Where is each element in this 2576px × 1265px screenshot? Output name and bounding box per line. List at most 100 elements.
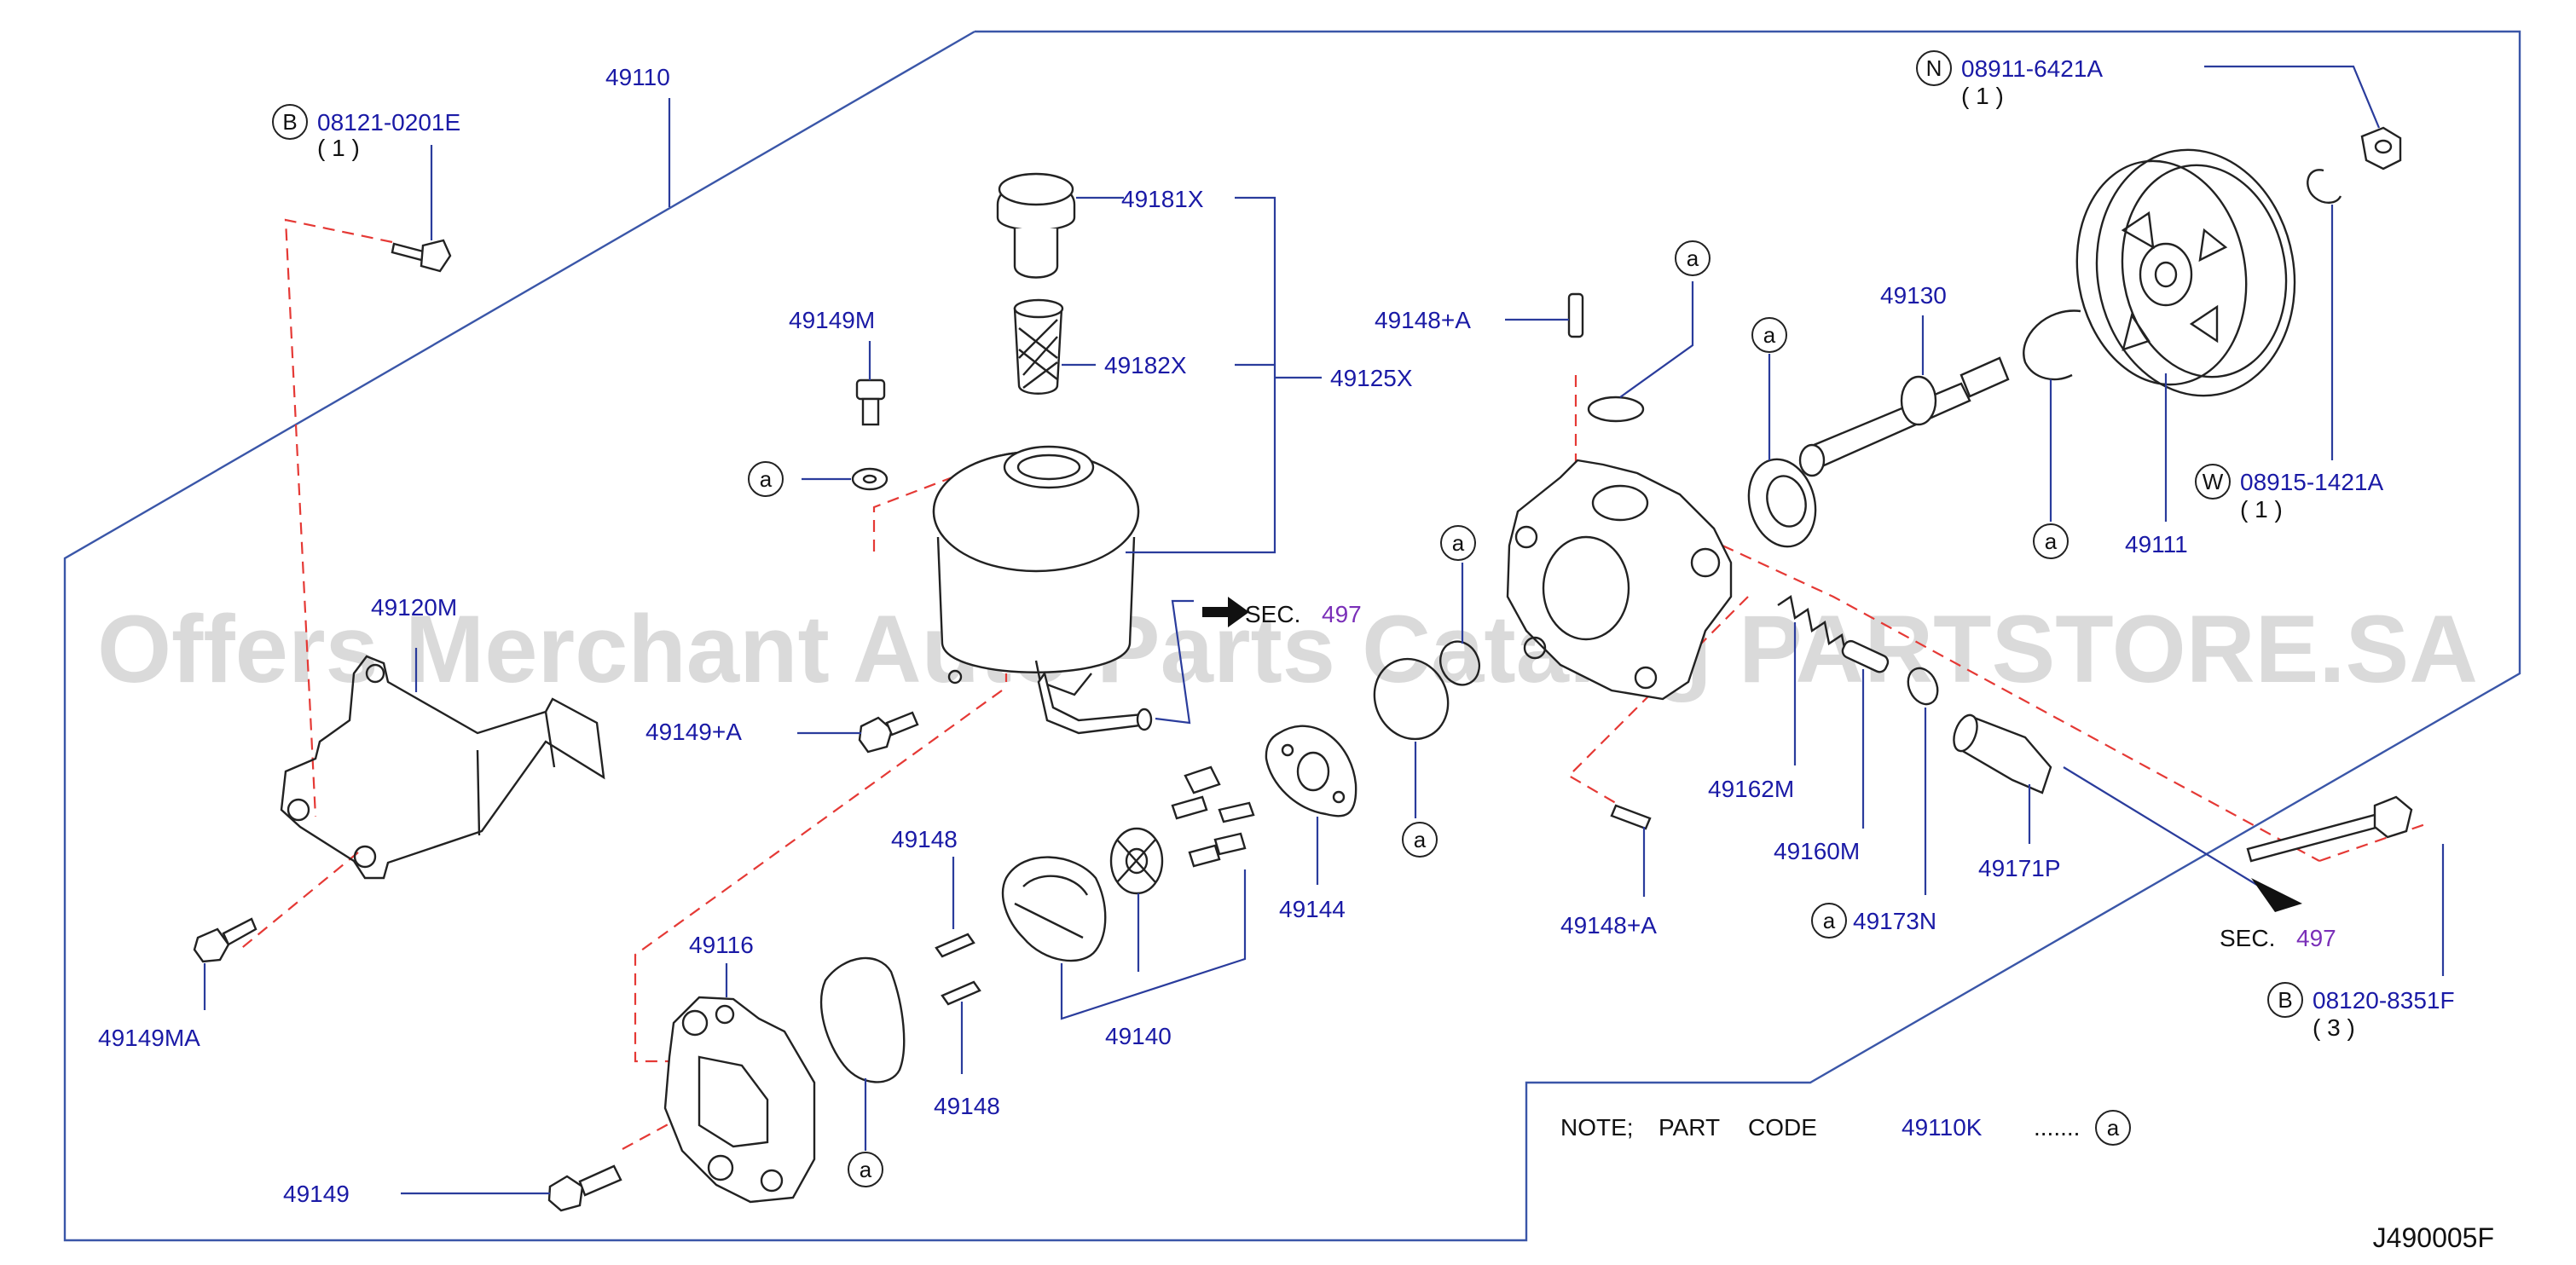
svg-text:a: a	[1414, 827, 1427, 852]
gasket	[819, 956, 906, 1083]
callout-n-08911: N 08911-6421A ( 1 )	[1916, 50, 2103, 109]
label-49140: 49140	[1105, 1023, 1172, 1049]
label-49173N: 49173N	[1853, 908, 1936, 934]
vanes	[1171, 765, 1255, 868]
code-08915: 08915-1421A	[2240, 469, 2383, 495]
o-ring-small	[1439, 640, 1480, 686]
marker-a-snap-ring: a	[2033, 523, 2069, 559]
label-49149MA: 49149MA	[98, 1025, 200, 1051]
rotor	[1109, 827, 1164, 895]
o-ring-49173N	[1907, 667, 1939, 706]
diagram-code: J490005F	[2373, 1222, 2494, 1253]
qty-08911: ( 1 )	[1961, 83, 2004, 109]
dash-pump-right	[1722, 545, 2320, 862]
arrow-sec-497-lower	[2251, 878, 2302, 912]
svg-text:a: a	[1687, 245, 1699, 271]
label-49162M: 49162M	[1708, 776, 1794, 802]
marker-b-circle	[272, 104, 308, 140]
cap-49181X	[996, 172, 1076, 279]
svg-text:497: 497	[2296, 925, 2336, 951]
note-marker-circle	[2095, 1110, 2131, 1146]
svg-text:497: 497	[1322, 601, 1362, 627]
arrow-sec-497-upper	[1202, 597, 1249, 627]
label-49116: 49116	[689, 932, 754, 958]
note-marker-text: a	[2107, 1115, 2120, 1141]
label-49182X: 49182X	[1104, 352, 1187, 378]
pin-49148+A-top	[1567, 292, 1584, 338]
svg-text:a: a	[1452, 530, 1465, 556]
svg-text:a: a	[1763, 322, 1776, 348]
bolt-49149MA	[193, 917, 258, 963]
dash-bolt-to-bracket	[284, 218, 393, 817]
marker-n-text: N	[1926, 55, 1942, 81]
qty-08915: ( 1 )	[2240, 496, 2283, 523]
oil-seal	[1747, 458, 1817, 548]
label-49144: 49144	[1279, 896, 1346, 922]
svg-text:SEC.: SEC.	[1245, 601, 1300, 627]
marker-a-gasket: a	[848, 1152, 883, 1187]
marker-a-oring-large: a	[1402, 822, 1438, 858]
reservoir-tank-49125X	[932, 445, 1153, 735]
side-plate-49144	[1265, 725, 1357, 817]
callout-b-08120: B 08120-8351F ( 3 )	[2267, 982, 2455, 1041]
label-49149A: 49149+A	[645, 719, 742, 745]
o-ring-top	[1587, 396, 1645, 423]
note-dots: .......	[2034, 1114, 2080, 1141]
marker-w-circle	[2195, 464, 2231, 500]
washer-hole	[862, 474, 877, 484]
nut-08911-6421A	[2360, 126, 2402, 170]
clip	[2307, 169, 2342, 204]
label-49148-upper: 49148	[891, 826, 958, 852]
callout-b-08121: B 08121-0201E ( 1 )	[272, 104, 460, 161]
filter-49182X	[1013, 298, 1064, 395]
lead-sec-497-lower	[2063, 766, 2261, 887]
o-ring-large	[1373, 657, 1450, 741]
note-row: NOTE; PART CODE 49110K ....... a	[1560, 1110, 2131, 1146]
code-08120: 08120-8351F	[2313, 987, 2455, 1014]
cam-ring-49140	[1001, 856, 1107, 962]
bolt-08121-0201E	[391, 239, 452, 273]
bolt-08120-8351F	[2246, 795, 2413, 863]
marker-n-circle	[1916, 50, 1952, 86]
washer	[851, 467, 889, 491]
label-49125X: 49125X	[1330, 365, 1413, 391]
qty-08121: ( 1 )	[317, 135, 360, 161]
label-49149: 49149	[283, 1181, 350, 1207]
label-49149M: 49149M	[789, 307, 875, 333]
marker-a-oil-seal: a	[1751, 317, 1787, 353]
marker-w-text: W	[2203, 469, 2224, 494]
note-part-code: 49110K	[1902, 1114, 1983, 1141]
dash-washer-to-tank	[872, 471, 964, 552]
dash-tank-to-cover	[634, 690, 1003, 1063]
marker-b2-text: B	[2278, 987, 2292, 1013]
lead-oring-top-a	[1619, 281, 1694, 398]
svg-text:SEC.: SEC.	[2220, 925, 2275, 951]
label-49171P: 49171P	[1978, 855, 2061, 881]
label-49111: 49111	[2125, 531, 2188, 557]
bolt-49149+A	[858, 711, 919, 754]
svg-text:a: a	[760, 466, 773, 492]
sec-ref-upper: SEC. 497	[1245, 601, 1362, 627]
spring-49162M	[1777, 595, 1848, 657]
note-part-word: PART	[1658, 1114, 1720, 1141]
pump-body	[1506, 459, 1733, 701]
marker-b-text: B	[282, 109, 297, 135]
callout-w-08915: W 08915-1421A ( 1 )	[2195, 464, 2383, 523]
note-code-word: CODE	[1748, 1114, 1817, 1141]
valve-49160M	[1841, 639, 1890, 673]
label-49148A-bottom: 49148+A	[1560, 912, 1657, 939]
label-49148-lower: 49148	[934, 1093, 1000, 1119]
marker-a-washer: a	[748, 461, 784, 497]
bracket-49140	[1060, 869, 1247, 1020]
bolt-49149M	[855, 378, 886, 426]
label-49110: 49110	[605, 64, 670, 90]
marker-a-oring-small: a	[1440, 525, 1476, 561]
pin-49148+A-bottom	[1610, 804, 1652, 830]
bracket-49125X	[1126, 196, 1276, 554]
code-08121: 08121-0201E	[317, 109, 460, 136]
marker-b2-circle	[2267, 982, 2303, 1018]
label-49181X: 49181X	[1121, 186, 1204, 212]
qty-08120: ( 3 )	[2313, 1014, 2355, 1041]
label-49160M: 49160M	[1774, 838, 1860, 864]
